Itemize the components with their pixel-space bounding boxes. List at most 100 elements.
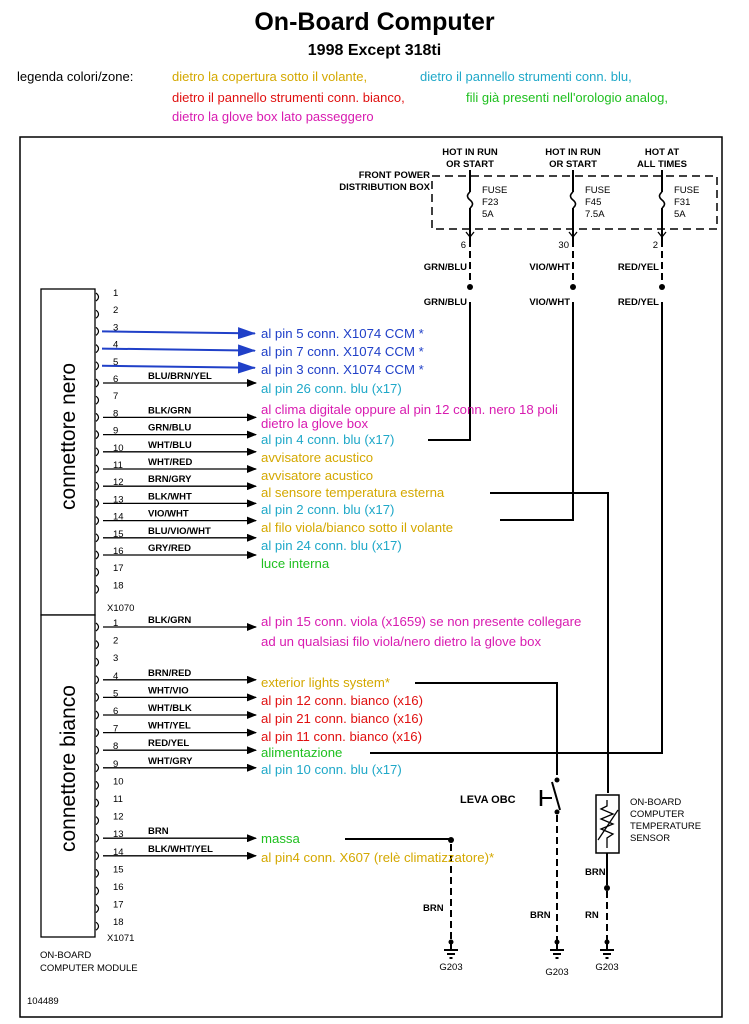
wire-color-label: BLK/WHT/YEL <box>148 844 213 855</box>
dest-b13: massa <box>261 831 301 846</box>
pin-socket <box>95 292 100 302</box>
dest-n4: al pin 7 conn. X1074 CCM * <box>261 344 424 359</box>
pin-socket <box>95 851 100 861</box>
sensor-label-3: TEMPERATURE <box>630 821 701 832</box>
dest-b1a: al pin 15 conn. viola (x1659) se non pre… <box>261 614 581 629</box>
fuse-label: 7.5A <box>585 209 605 220</box>
pin-socket <box>95 886 100 896</box>
wire-color-label: BRN/GRY <box>148 474 192 485</box>
pin-number: 8 <box>113 408 118 419</box>
wire-color-label: WHT/GRY <box>148 756 193 767</box>
feed-grn-blu <box>428 302 471 441</box>
pin-number: 17 <box>113 563 124 574</box>
connection-lines <box>101 327 257 860</box>
ground-label: G203 <box>545 967 568 978</box>
ground-label: G203 <box>439 962 462 973</box>
power-header: OR START <box>446 159 494 170</box>
dest-n10: avvisatore acustico <box>261 450 373 465</box>
wire-color-label: BRN/RED <box>148 668 191 679</box>
fuse-wire-label: GRN/BLU <box>424 262 467 273</box>
dest-b9: al pin 10 conn. blu (x17) <box>261 762 402 777</box>
wire-color-label: BLK/GRN <box>148 405 191 416</box>
figure-number: 104489 <box>27 996 59 1007</box>
legend-zone-volante: dietro la copertura sotto il volante, <box>172 69 368 84</box>
leva-switch <box>551 781 561 811</box>
power-header: OR START <box>549 159 597 170</box>
ground-wire-label-2: BRN <box>530 910 551 921</box>
pin-socket <box>95 816 100 826</box>
wire-color-label: RED/YEL <box>148 738 189 749</box>
wire-color-label: WHT/VIO <box>148 685 189 696</box>
ground-wire-label-1: BRN <box>423 903 444 914</box>
dest-n11: avvisatore acustico <box>261 468 373 483</box>
pin-number: 10 <box>113 776 124 787</box>
pin-number: 12 <box>113 812 124 823</box>
wire-color-label: WHT/BLU <box>148 440 192 451</box>
pin-socket <box>95 640 100 650</box>
fuse-label: F45 <box>585 197 601 208</box>
pin-number: 5 <box>113 688 118 699</box>
power-box-label-line1: FRONT POWER <box>359 170 430 181</box>
sensor-label-1: ON-BOARD <box>630 797 681 808</box>
power-box-label-line2: DISTRIBUTION BOX <box>339 182 430 193</box>
leva-obc-label: LEVA OBC <box>460 794 516 806</box>
pin-socket <box>95 326 100 336</box>
fuse-label: 5A <box>674 209 686 220</box>
pin-socket <box>95 361 100 371</box>
dest-n13: al pin 2 conn. blu (x17) <box>261 502 394 517</box>
pin-socket <box>95 309 100 319</box>
pin-socket <box>95 498 100 508</box>
dest-n3: al pin 5 conn. X1074 CCM * <box>261 326 424 341</box>
dest-n5: al pin 3 conn. X1074 CCM * <box>261 362 424 377</box>
pin-number: 6 <box>113 374 118 385</box>
pin-socket <box>95 868 100 878</box>
pin-number: 11 <box>113 794 123 805</box>
pin-number: 15 <box>113 864 124 875</box>
pin-socket <box>95 745 100 755</box>
pin-number: 9 <box>113 426 118 437</box>
pin-socket <box>95 921 100 931</box>
pin-socket <box>95 584 100 594</box>
pin-socket <box>95 395 100 405</box>
module-label-line1: ON-BOARD <box>40 950 91 961</box>
dest-n9: al pin 4 conn. blu (x17) <box>261 432 394 447</box>
fuse-symbol <box>569 191 577 209</box>
power-header: HOT IN RUN <box>545 147 601 158</box>
ccm-arrow <box>101 361 256 374</box>
sensor-rn-label: RN <box>585 910 599 921</box>
pin-number: 10 <box>113 443 124 454</box>
pin-socket <box>95 533 100 543</box>
destination-labels: al pin 5 conn. X1074 CCM * al pin 7 conn… <box>261 326 581 865</box>
connettore-nero-body <box>40 288 96 616</box>
pin-socket <box>95 550 100 560</box>
power-header: HOT AT <box>645 147 679 158</box>
dest-n16: luce interna <box>261 556 330 571</box>
pin-number: 15 <box>113 529 124 540</box>
fuse-symbol <box>466 191 474 209</box>
connettore-nero-label: connettore nero <box>57 363 80 510</box>
wire-color-label: GRN/BLU <box>148 423 191 434</box>
legend-zone-glovebox: dietro la glove box lato passeggero <box>172 109 374 124</box>
pin-number: 3 <box>113 322 118 333</box>
pin-socket <box>95 447 100 457</box>
pin-socket <box>95 798 100 808</box>
pin-socket <box>95 657 100 667</box>
pin-number: 13 <box>113 494 124 505</box>
dest-n6: al pin 26 conn. blu (x17) <box>261 381 402 396</box>
fuse-wire-label: GRN/BLU <box>424 297 467 308</box>
leva-wire <box>415 682 558 775</box>
fuse-pin-number: 30 <box>558 240 569 251</box>
legend-zone-orologio: fili già presenti nell'orologio analog, <box>466 90 668 105</box>
fuse-pin-number: 2 <box>653 240 658 251</box>
dest-b4: exterior lights system* <box>261 675 390 690</box>
pin-number: 1 <box>113 618 118 629</box>
pin-number: 3 <box>113 653 118 664</box>
connettore-bianco-label: connettore bianco <box>57 685 80 852</box>
sensor-label-2: COMPUTER <box>630 809 685 820</box>
pin-number: 7 <box>113 724 118 735</box>
pin-number: 18 <box>113 580 124 591</box>
wire-color-label: WHT/YEL <box>148 721 191 732</box>
pin-socket <box>95 710 100 720</box>
fuse-wire-label: RED/YEL <box>618 297 659 308</box>
